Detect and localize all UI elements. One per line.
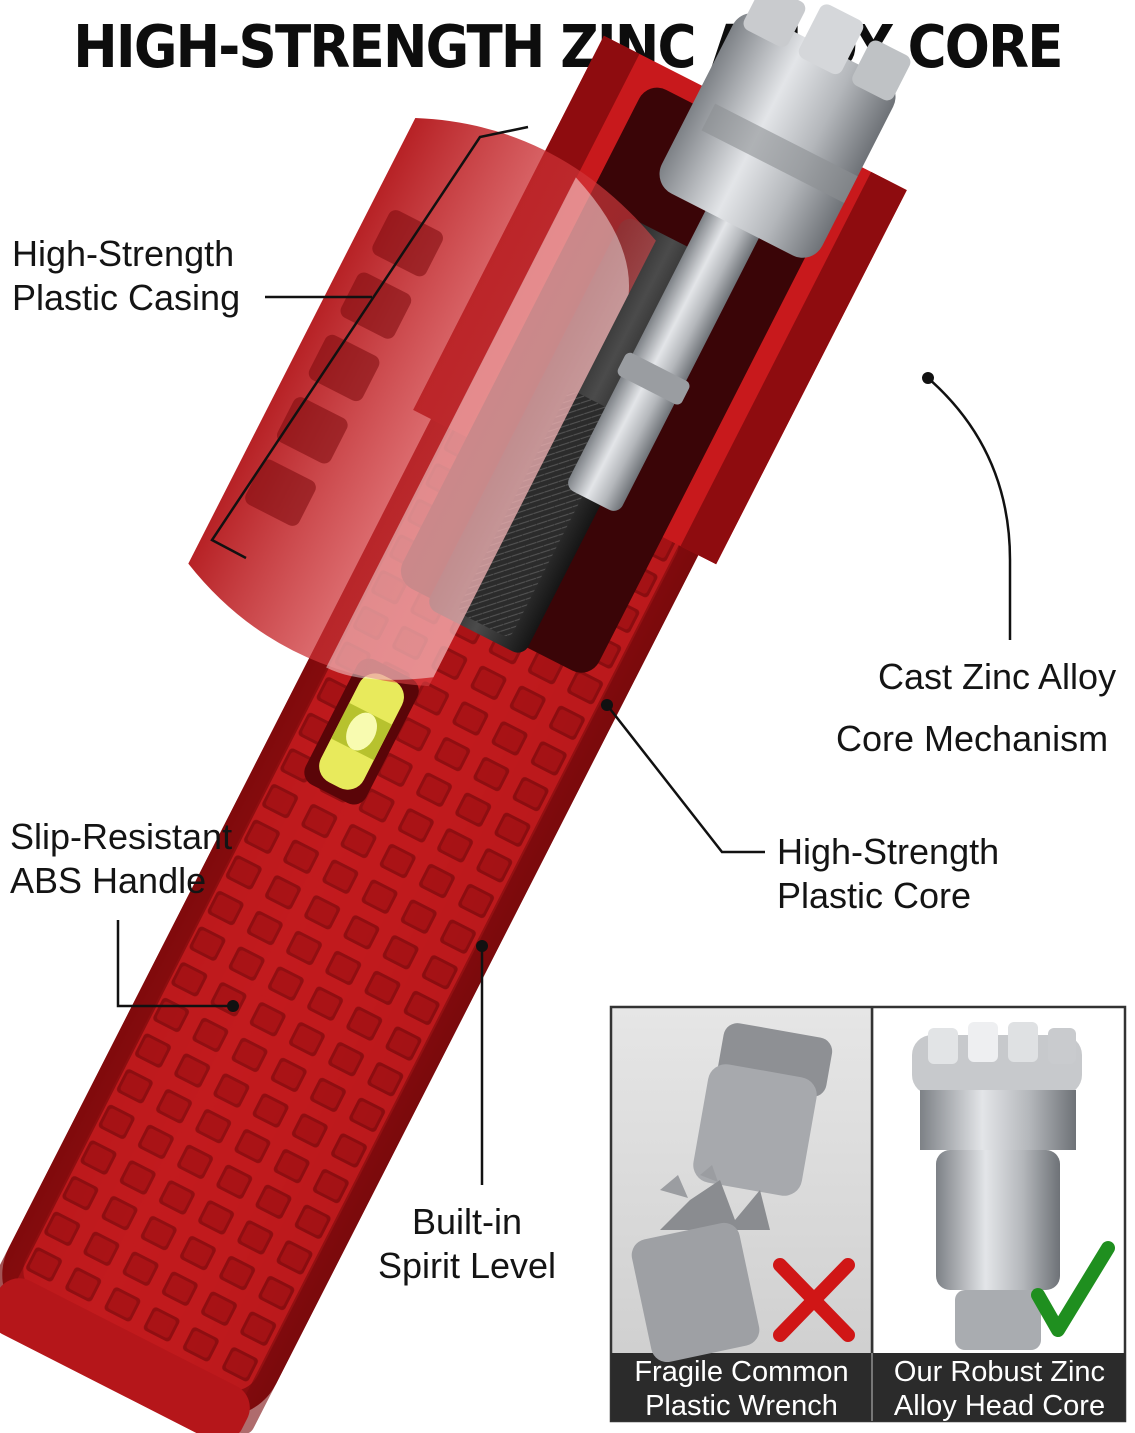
callout-lines — [116, 125, 1012, 1185]
comparison-box — [609, 1005, 1127, 1423]
comparison-right-caption: Our Robust Zinc Alloy Head Core — [874, 1355, 1125, 1423]
comparison-left-caption: Fragile Common Plastic Wrench — [611, 1355, 872, 1423]
callout-handle-line1: Slip-Resistant — [10, 816, 233, 857]
callout-level-line2: Spirit Level — [377, 1245, 557, 1286]
callout-handle-line2: ABS Handle — [10, 860, 207, 901]
cross-icon — [773, 1258, 855, 1342]
callout-level-line1: Built-in — [411, 1201, 523, 1242]
check-icon — [1031, 1241, 1115, 1337]
callout-zinc-line1: Cast Zinc Alloy — [878, 656, 1117, 697]
callout-plastic-core-line1: High-Strength — [777, 831, 1000, 872]
callout-plastic-core-line2: Plastic Core — [777, 875, 972, 916]
callout-zinc-core: Cast Zinc Alloy Core Mechanism — [836, 646, 1116, 770]
comparison-left-line1: Fragile Common — [634, 1356, 849, 1388]
callout-dots — [227, 372, 934, 1012]
callout-plastic-core: High-Strength Plastic Core — [777, 830, 999, 918]
zinc-head — [912, 1022, 1082, 1350]
comparison-right-line2: Alloy Head Core — [893, 1390, 1106, 1422]
comparison-left-line2: Plastic Wrench — [645, 1390, 838, 1422]
callout-spirit-level: Built-in Spirit Level — [360, 1200, 574, 1288]
callout-zinc-line2: Core Mechanism — [836, 718, 1109, 759]
casing-shell — [188, 118, 656, 687]
comparison-right-line1: Our Robust Zinc — [893, 1356, 1106, 1388]
callout-casing-line2: Plastic Casing — [12, 277, 241, 318]
broken-plastic-head — [631, 1023, 833, 1363]
callout-plastic-casing: High-Strength Plastic Casing — [12, 232, 240, 320]
callout-abs-handle: Slip-Resistant ABS Handle — [10, 815, 232, 903]
callout-casing-line1: High-Strength — [12, 233, 235, 274]
